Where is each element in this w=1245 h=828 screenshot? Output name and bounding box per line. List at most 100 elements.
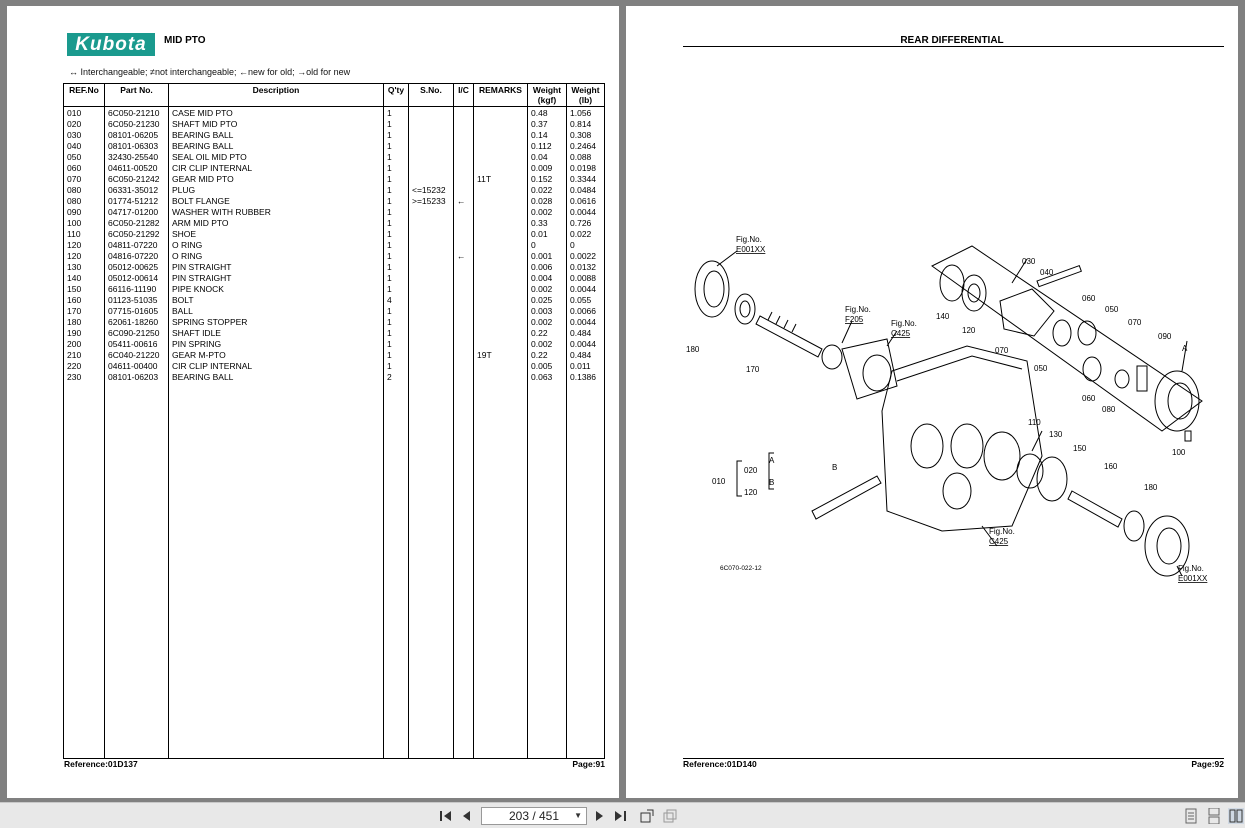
cell-ref: 210: [67, 350, 82, 360]
cell-qty: 1: [387, 174, 392, 184]
transmission-case-shape: [881, 345, 1043, 532]
fit-icon[interactable]: [662, 808, 678, 824]
callout-label: 060: [1082, 394, 1096, 403]
cell-qty: 1: [387, 317, 392, 327]
cell-ref: 010: [67, 108, 82, 118]
cell-desc: GEAR MID PTO: [172, 174, 234, 184]
cell-kgf: 0.022: [531, 185, 553, 195]
shaft-shape: [755, 315, 823, 358]
left-reference: Reference:01D137: [64, 759, 138, 769]
parts-table: REF.No Part No. Description Q'ty S.No. I…: [63, 83, 605, 759]
seal-ring-shape: [703, 270, 725, 308]
callout-label: 160: [1104, 462, 1118, 471]
callout-label: 090: [1158, 332, 1172, 341]
header-weight-kgf: Weight (kgf): [532, 85, 562, 105]
coupling-shape: [821, 344, 843, 370]
next-page-icon[interactable]: [591, 808, 607, 824]
continuous-page-icon[interactable]: [1206, 808, 1222, 824]
cell-lb: 0.1386: [570, 372, 596, 382]
cell-desc: BEARING BALL: [172, 372, 234, 382]
cell-qty: 1: [387, 163, 392, 173]
cell-part: 08101-06205: [108, 130, 159, 140]
callout-label: A: [769, 456, 775, 465]
header-part-no: Part No.: [120, 85, 153, 95]
header-weight-lb: Weight (lb): [571, 85, 600, 105]
cell-part: 62061-18260: [108, 317, 159, 327]
cell-lb: 0.0044: [570, 284, 596, 294]
cell-lb: 0.0044: [570, 207, 596, 217]
cell-qty: 1: [387, 251, 392, 261]
cell-ref: 140: [67, 273, 82, 283]
cell-qty: 1: [387, 218, 392, 228]
cell-qty: 1: [387, 108, 392, 118]
first-page-icon[interactable]: [437, 808, 453, 824]
cell-lb: 0.0022: [570, 251, 596, 261]
flange-housing-shape: [841, 338, 898, 400]
footer-rule: [683, 758, 1224, 759]
cell-kgf: 0.002: [531, 317, 553, 327]
fig-code-label: C425: [989, 537, 1009, 546]
cell-qty: 2: [387, 372, 392, 382]
callout-label: 180: [1144, 483, 1158, 492]
callout-label: B: [832, 463, 837, 472]
cell-ref: 060: [67, 163, 82, 173]
cell-desc: O RING: [172, 240, 203, 250]
col-divider: [63, 84, 64, 758]
cell-qty: 1: [387, 196, 392, 206]
last-page-icon[interactable]: [613, 808, 629, 824]
cell-part: 6C050-21282: [108, 218, 160, 228]
bracket-shape: [768, 452, 774, 490]
callout-label: 030: [1022, 257, 1036, 266]
cell-ref: 230: [67, 372, 82, 382]
cell-ref: 070: [67, 174, 82, 184]
cell-ref: 050: [67, 152, 82, 162]
col-divider: [168, 84, 169, 758]
rotate-icon[interactable]: [639, 808, 655, 824]
ring-140-shape: [939, 264, 965, 302]
cell-desc: O RING: [172, 251, 203, 261]
cell-kgf: 0.33: [531, 218, 548, 228]
cell-kgf: 0.004: [531, 273, 553, 283]
cell-ref: 080: [67, 196, 82, 206]
col-divider: [566, 84, 567, 758]
shaft-160-shape: [1067, 490, 1123, 528]
cell-desc: SHAFT MID PTO: [172, 119, 238, 129]
left-page: Kubota MID PTO ↔ Interchangeable; ≠not i…: [7, 6, 619, 798]
title-rule: [683, 46, 1224, 47]
cell-part: 01774-51212: [108, 196, 159, 206]
cell-part: 6C040-21220: [108, 350, 160, 360]
cell-ref: 190: [67, 328, 82, 338]
ring-gear-shape: [1154, 370, 1200, 432]
fig-code-label: E001XX: [1178, 574, 1208, 583]
page-number-select[interactable]: 203 / 451 ▼: [481, 807, 587, 825]
cell-ref: 090: [67, 207, 82, 217]
col-divider: [408, 84, 409, 758]
cell-part: 05012-00625: [108, 262, 159, 272]
two-page-icon[interactable]: [1228, 808, 1244, 824]
single-page-icon[interactable]: [1183, 808, 1199, 824]
cell-ref: 220: [67, 361, 82, 371]
cell-desc: SEAL OIL MID PTO: [172, 152, 247, 162]
cell-ref: 120: [67, 251, 82, 261]
shaft-090-shape: [1136, 365, 1148, 392]
fig-no-label: Fig.No.: [1178, 564, 1204, 573]
bevel-gear-shape: [1052, 319, 1072, 347]
cell-kgf: 0.37: [531, 119, 548, 129]
cell-desc: BOLT: [172, 295, 194, 305]
cell-part: 6C090-21250: [108, 328, 160, 338]
cell-part: 05012-00614: [108, 273, 159, 283]
pin-040-shape: [1036, 264, 1082, 288]
cell-lb: 0: [570, 240, 575, 250]
callout-label: 040: [1040, 268, 1054, 277]
prev-page-icon[interactable]: [459, 808, 475, 824]
col-divider: [453, 84, 454, 758]
